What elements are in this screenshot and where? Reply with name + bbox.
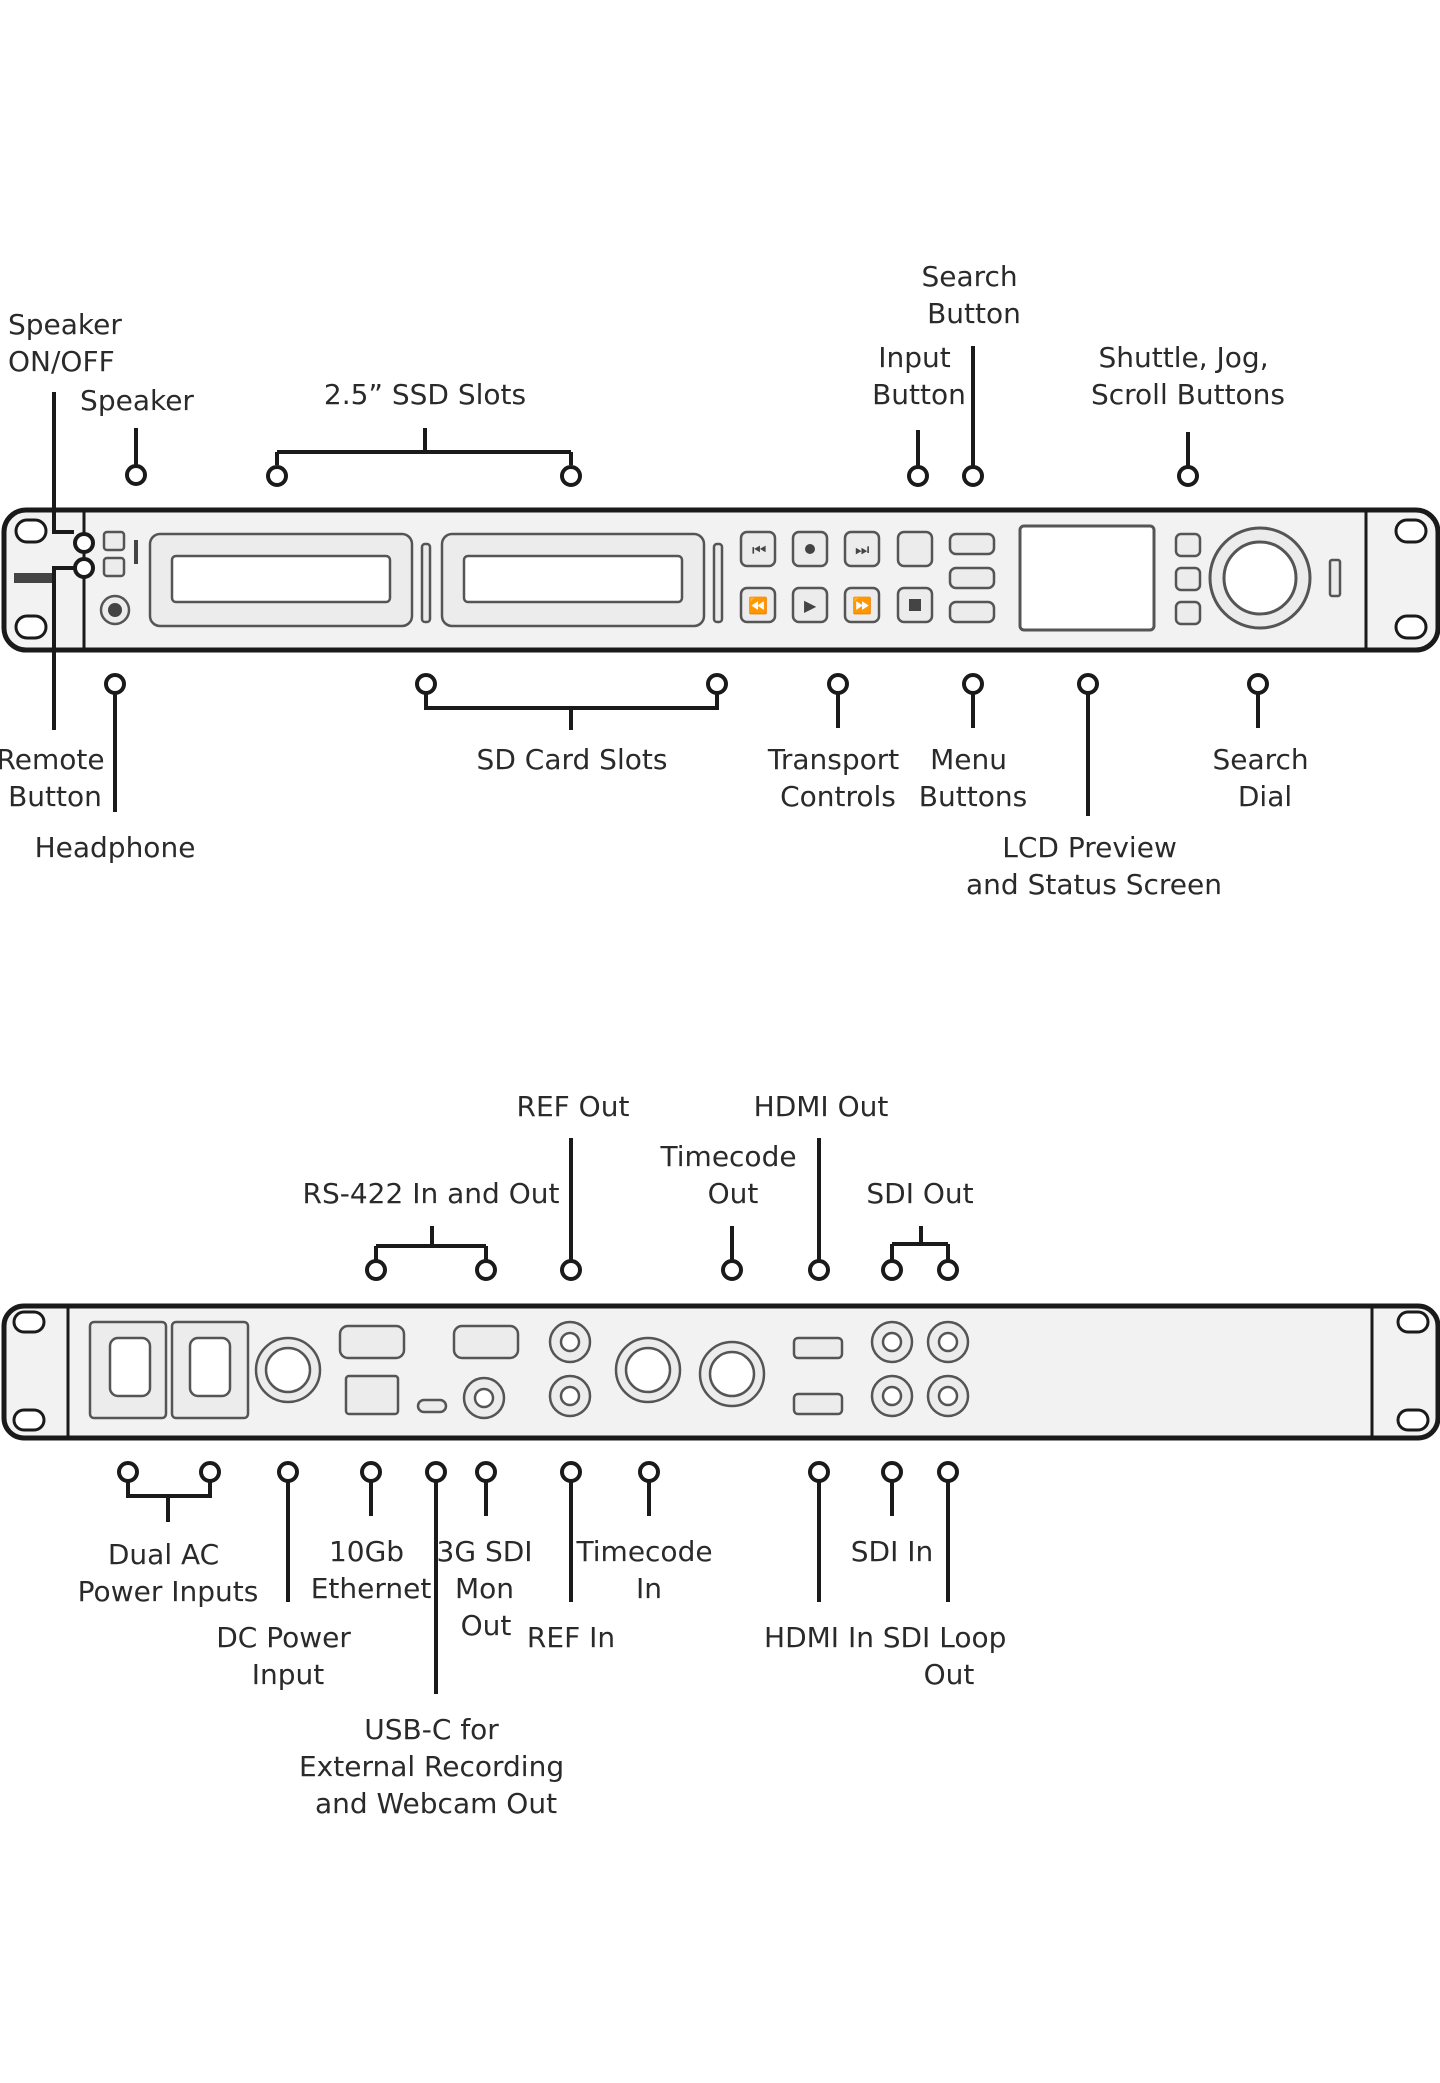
- menu-buttons: [948, 532, 996, 624]
- hdmi-in-port: [792, 1392, 844, 1416]
- label-hdmi-in: HDMI In: [764, 1621, 874, 1654]
- label-hdmi-out: HDMI Out: [754, 1090, 889, 1123]
- rack-hole: [1394, 518, 1428, 544]
- label-headphone: Headphone: [35, 831, 196, 864]
- ethernet-port: [344, 1374, 400, 1416]
- remote-button: [102, 556, 126, 578]
- label-menu-buttons: Menu Buttons: [919, 743, 1027, 813]
- label-timecode-out: Timecode Out: [660, 1140, 806, 1210]
- label-speaker: Speaker: [80, 384, 194, 417]
- brand-logo: [14, 573, 56, 583]
- svg-text:⏮: ⏮: [752, 540, 766, 559]
- label-usbc: USB-C for External Recording and Webcam …: [299, 1713, 573, 1820]
- label-lcd-preview: LCD Preview and Status Screen: [966, 831, 1222, 901]
- label-sdi-mon: 3G SDI Mon Out: [437, 1535, 542, 1642]
- label-sdi-in: SDI In: [851, 1535, 934, 1568]
- label-speaker-onoff: Speaker ON/OFF: [8, 308, 131, 378]
- hdmi-out-port: [792, 1336, 844, 1360]
- label-dual-ac: Dual AC Power Inputs: [78, 1538, 259, 1608]
- label-rs422: RS-422 In and Out: [303, 1177, 560, 1210]
- label-remote-button: Remote Button: [0, 743, 113, 813]
- label-dc-power: DC Power Input: [216, 1621, 360, 1691]
- rear-panel-unit: [1, 1303, 1440, 1441]
- label-shuttle-jog-scroll: Shuttle, Jog, Scroll Buttons: [1091, 341, 1285, 411]
- front-panel-unit: ⏮ ⏭ ⏪ ▶ ⏩: [1, 507, 1440, 653]
- label-ref-in: REF In: [527, 1621, 615, 1654]
- dual-ac-power-inputs: [88, 1320, 250, 1420]
- label-ssd-slots: 2.5” SSD Slots: [324, 378, 526, 411]
- rack-hole: [14, 614, 48, 640]
- label-sd-card-slots: SD Card Slots: [477, 743, 668, 776]
- label-sdi-loop: SDI Loop Out: [883, 1621, 1016, 1691]
- label-timecode-in: Timecode In: [576, 1535, 722, 1605]
- svg-text:⏪: ⏪: [748, 596, 768, 615]
- shuttle-jog-scroll-buttons: [1174, 532, 1202, 626]
- svg-text:⏭: ⏭: [855, 540, 869, 559]
- label-sdi-out: SDI Out: [866, 1177, 973, 1210]
- label-ref-out: REF Out: [517, 1090, 630, 1123]
- label-search-dial: Search Dial: [1212, 743, 1317, 813]
- front-leaders: [52, 346, 1269, 816]
- label-ethernet: 10Gb Ethernet: [311, 1535, 432, 1605]
- label-transport-controls: Transport Controls: [767, 743, 908, 813]
- search-button: [948, 532, 996, 556]
- sd-card-slot-1: [420, 542, 432, 624]
- speaker-button: [102, 530, 126, 552]
- usbc-port: [416, 1398, 448, 1414]
- label-input-button: Input Button: [872, 341, 966, 411]
- sdi-bnc-group: [870, 1320, 970, 1418]
- lcd-screen: [1018, 524, 1156, 632]
- input-button: [896, 530, 934, 568]
- front-labels: Speaker ON/OFF Speaker 2.5” SSD Slots Se…: [0, 260, 1317, 901]
- speaker-grille: [134, 540, 138, 564]
- svg-text:▶: ▶: [804, 596, 817, 615]
- label-search-button: Search Button: [921, 260, 1026, 330]
- rear-leaders: [117, 1138, 959, 1694]
- rack-hole: [1394, 614, 1428, 640]
- svg-text:⏩: ⏩: [852, 596, 872, 615]
- sd-card-slot-2: [712, 542, 724, 624]
- rack-hole: [14, 518, 48, 544]
- transport-controls: ⏮ ⏭ ⏪ ▶ ⏩: [739, 530, 934, 624]
- rear-labels: RS-422 In and Out REF Out Timecode Out H…: [78, 1090, 1016, 1820]
- rs422-ports: [338, 1324, 520, 1360]
